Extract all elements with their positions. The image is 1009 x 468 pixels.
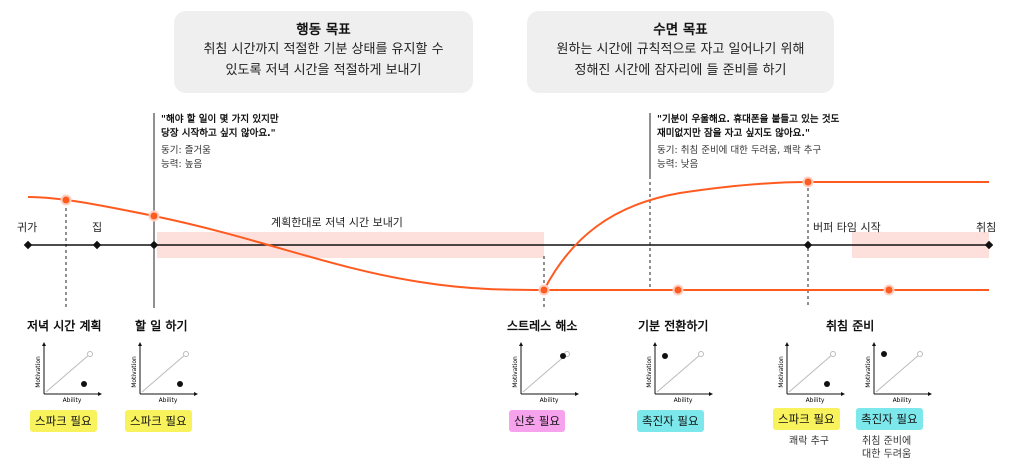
right-quote-line1: "기분이 우울해요. 휴대폰을 붙들고 있는 것도 xyxy=(657,114,840,125)
right-quote-line2: 재미없지만 잠을 자고 싶지도 않아요." xyxy=(657,128,810,139)
point-plan xyxy=(60,194,72,206)
mini-chart-4: Motivation Ability xyxy=(646,342,713,404)
mini-ylabel: Motivation xyxy=(865,356,872,388)
behavior-goal-line2: 있도록 저녁 시간을 적절하게 보내기 xyxy=(225,63,422,78)
note-fear-of-bedtime: 취침 준비에 대한 두려움 xyxy=(862,435,911,461)
note-fear-line2: 대한 두려움 xyxy=(862,449,912,460)
behavior-goal-box: 행동 목표 취침 시간까지 적절한 기분 상태를 유지할 수 있도록 저녁 시간… xyxy=(174,11,473,93)
dashed-guides xyxy=(65,113,809,308)
label-house: 집 xyxy=(92,221,103,234)
note-fear-line1: 취침 준비에 xyxy=(862,436,912,447)
label-buffer: 버퍼 타임 시작 xyxy=(813,221,881,234)
badge-spark-needed: 스파크 필요 xyxy=(125,410,192,432)
behavior-goal-title: 행동 목표 xyxy=(296,22,351,38)
milestone-evening-plan: 저녁 시간 계획 xyxy=(27,319,102,333)
badge-facilitator-needed: 촉진자 필요 xyxy=(637,410,704,432)
dot-low-motivation-high-ability xyxy=(177,381,183,387)
marker-house xyxy=(92,240,102,250)
left-quote-line1: "해야 할 일이 몇 가지 있지만 xyxy=(161,114,279,125)
mini-xlabel: Ability xyxy=(63,397,82,404)
dot-high-motivation-low-ability xyxy=(881,351,887,357)
sleep-goal-box: 수면 목표 원하는 시간에 규칙적으로 자고 일어나기 위해 정해진 시간에 잠… xyxy=(527,11,834,93)
dot-low-motivation-high-ability xyxy=(81,381,87,387)
milestone-todo: 할 일 하기 xyxy=(135,319,188,333)
mini-ylabel: Motivation xyxy=(512,356,519,388)
milestone-stress-relief: 스트레스 해소 xyxy=(507,319,578,333)
mini-ylabel: Motivation xyxy=(35,356,42,388)
left-quote-motivation: 동기: 즐거움 xyxy=(161,145,211,156)
milestone-sleep-prep: 취침 준비 xyxy=(826,319,875,333)
badge-spark-needed: 스파크 필요 xyxy=(30,410,97,432)
mini-ylabel: Motivation xyxy=(131,356,138,388)
marker-home xyxy=(23,240,33,250)
mini-xlabel: Ability xyxy=(806,397,825,404)
label-home: 귀가 xyxy=(17,221,38,234)
point-prep-high xyxy=(802,176,814,188)
marker-todo xyxy=(149,240,159,250)
left-quote-ability: 능력: 높음 xyxy=(161,159,203,170)
mini-chart-3: Motivation Ability xyxy=(512,342,579,404)
point-stress xyxy=(538,284,550,296)
dot-low-motivation-high-ability xyxy=(824,381,830,387)
sleep-goal-line2: 정해진 시간에 잠자리에 들 준비를 하기 xyxy=(574,63,787,78)
mini-xlabel: Ability xyxy=(159,397,178,404)
mini-xlabel: Ability xyxy=(674,397,693,404)
curve-points xyxy=(60,176,895,296)
sleep-goal-title: 수면 목표 xyxy=(653,22,708,38)
badge-signal-needed: 신호 필요 xyxy=(509,410,565,432)
badge-spark-needed: 스파크 필요 xyxy=(773,408,840,430)
right-quote-ability: 능력: 낮음 xyxy=(657,159,699,170)
right-quote: "기분이 우울해요. 휴대폰을 붙들고 있는 것도 재미없지만 잠을 자고 싶지… xyxy=(657,113,839,172)
mini-ylabel: Motivation xyxy=(646,356,653,388)
label-plan-band: 계획한대로 저녁 시간 보내기 xyxy=(271,216,403,229)
point-todo xyxy=(148,210,160,222)
left-quote: "해야 할 일이 몇 가지 있지만 당장 시작하고 싶지 않아요." 동기: 즐… xyxy=(161,113,279,172)
left-quote-line2: 당장 시작하고 싶지 않아요." xyxy=(161,128,276,139)
point-mood xyxy=(672,284,684,296)
mini-xlabel: Ability xyxy=(893,397,912,404)
milestone-mood-change: 기분 전환하기 xyxy=(638,319,709,333)
dot-high-motivation-low-ability xyxy=(662,353,668,359)
dot-high-motivation-high-ability xyxy=(560,353,566,359)
right-quote-motivation: 동기: 취침 준비에 대한 두려움, 쾌락 추구 xyxy=(657,145,822,156)
sleep-goal-line1: 원하는 시간에 규칙적으로 자고 일어나기 위해 xyxy=(556,42,805,57)
mini-chart-2: Motivation Ability xyxy=(131,342,198,404)
mood-curve-low xyxy=(27,196,989,291)
note-pleasure-seeking: 쾌락 추구 xyxy=(789,436,829,447)
mini-chart-6: Motivation Ability xyxy=(865,342,932,404)
badge-facilitator-needed: 촉진자 필요 xyxy=(856,408,923,430)
point-prep-low xyxy=(883,284,895,296)
mini-chart-5: Motivation Ability xyxy=(778,342,845,404)
marker-buffer xyxy=(803,240,813,250)
behavior-goal-line1: 취침 시간까지 적절한 기분 상태를 유지할 수 xyxy=(203,42,444,57)
mood-curve-high xyxy=(543,181,989,291)
mini-xlabel: Ability xyxy=(540,397,559,404)
mini-chart-1: Motivation Ability xyxy=(35,342,102,404)
mini-ylabel: Motivation xyxy=(778,356,785,388)
label-bed: 취침 xyxy=(976,221,997,234)
